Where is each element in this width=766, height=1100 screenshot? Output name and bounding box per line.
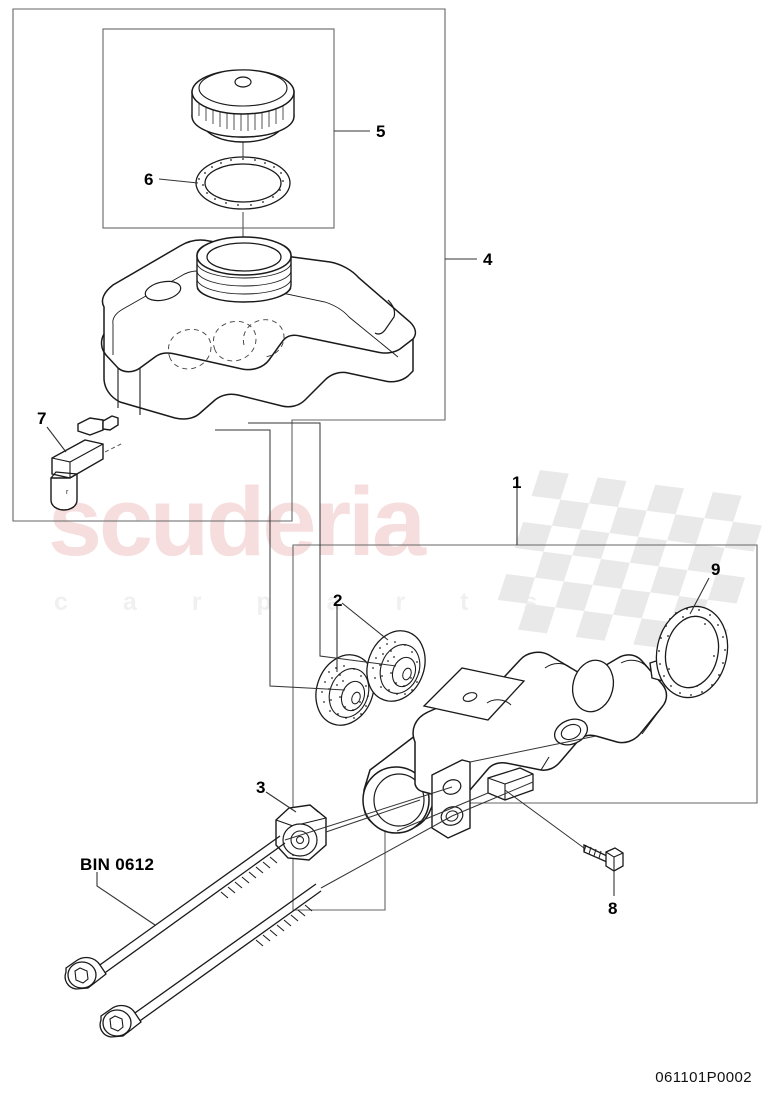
leader-2b	[341, 602, 389, 641]
reservoir-boss	[144, 280, 182, 302]
callout-8: 8	[608, 899, 618, 918]
reservoir-filler-neck	[196, 236, 292, 303]
leader-lines	[46, 130, 710, 926]
callout-6: 6	[144, 170, 154, 189]
leader-bin	[96, 872, 156, 926]
bin-number-label: BIN 0612	[80, 855, 155, 874]
fluid-level-sensor-part7: r	[50, 415, 124, 511]
hex-bolt-part8	[583, 843, 624, 872]
cap-gasket-part6	[195, 156, 291, 210]
long-socket-bolt-lower	[99, 883, 322, 1038]
sealing-plug-part3	[275, 804, 327, 861]
frame-boxes	[12, 8, 758, 911]
svg-text:r: r	[66, 489, 69, 496]
cap-vent-hole	[234, 76, 252, 88]
assembly-guide-lines	[215, 422, 597, 889]
o-ring-part9	[655, 605, 729, 699]
callout-5: 5	[376, 122, 386, 141]
leader-9	[689, 577, 710, 615]
long-socket-bolt-upper	[64, 835, 286, 990]
leader-7	[46, 426, 67, 453]
repair-kit-seals-part2	[315, 630, 426, 726]
callout-3: 3	[256, 778, 266, 797]
callout-1: 1	[512, 473, 522, 492]
reservoir-cap-part5	[191, 69, 295, 143]
cap-detail-frame	[102, 28, 335, 229]
callout-9: 9	[711, 560, 721, 579]
fluid-reservoir-part4	[100, 236, 417, 420]
reservoir-group-frame	[12, 8, 446, 522]
leader-6	[158, 178, 199, 184]
callout-7: 7	[37, 409, 47, 428]
diagram-reference-code: 061101P0002	[655, 1069, 752, 1086]
callout-2: 2	[333, 591, 343, 610]
callout-4: 4	[483, 250, 493, 269]
leader-3	[265, 791, 297, 813]
